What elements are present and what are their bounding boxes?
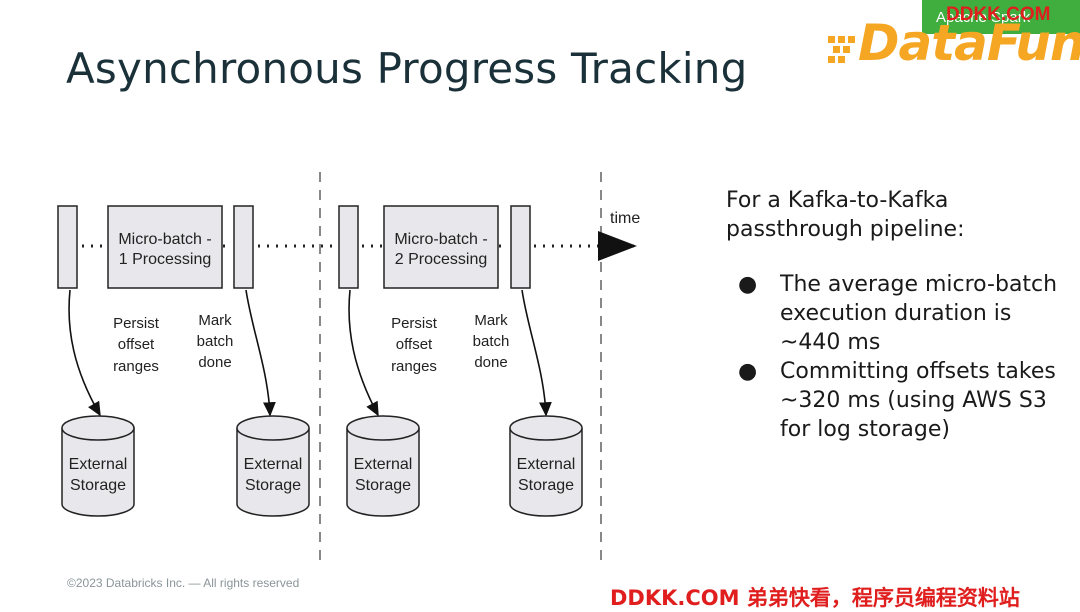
- storage-label: Storage: [355, 477, 411, 494]
- time-label: time: [610, 210, 640, 227]
- storage-label: Storage: [245, 477, 301, 494]
- page-title: Asynchronous Progress Tracking: [66, 44, 748, 93]
- bullet-item: ● Committing offsets takes ~320 ms (usin…: [726, 357, 1070, 444]
- logo: DataFun.: [858, 14, 1080, 72]
- mark-label: done: [198, 354, 231, 371]
- bullet-list: ● The average micro-batch execution dura…: [726, 270, 1070, 444]
- persist-label: offset: [396, 336, 433, 353]
- mark-label: Mark: [474, 312, 508, 329]
- watermark-top: DDKK.COM: [946, 4, 1051, 25]
- process-box: [383, 205, 499, 289]
- header-tab: [922, 0, 1080, 34]
- mark-label: batch: [197, 333, 234, 350]
- mark-label: done: [474, 354, 507, 371]
- persist-label: Persist: [391, 315, 438, 332]
- bullet-text: The average micro-batch execution durati…: [780, 272, 1058, 355]
- mark-arrow: [521, 289, 552, 417]
- storage-label: External: [517, 456, 576, 473]
- bullet-text: Committing offsets takes ~320 ms (using …: [780, 359, 1056, 442]
- persist-label: ranges: [391, 358, 437, 375]
- external-storage-cylinder: [509, 415, 583, 517]
- side-intro: For a Kafka-to-Kafka passthrough pipelin…: [726, 188, 965, 242]
- side-panel: For a Kafka-to-Kafka passthrough pipelin…: [726, 186, 1070, 444]
- header-tab-label: Apache Spark: [936, 9, 1031, 26]
- mark-arrow: [245, 289, 276, 417]
- bullet-dot-icon: ●: [738, 272, 758, 297]
- persist-label: ranges: [113, 358, 159, 375]
- mark-label: batch: [473, 333, 510, 350]
- mark-label: Mark: [198, 312, 232, 329]
- external-storage-cylinder: [236, 415, 310, 517]
- offset-marker-bar: [57, 205, 78, 289]
- persist-arrow: [348, 289, 379, 417]
- storage-label: Storage: [518, 477, 574, 494]
- storage-label: Storage: [70, 477, 126, 494]
- logo-dots-icon: [828, 36, 855, 63]
- process-box-label: 1 Processing: [119, 251, 212, 268]
- persist-label: Persist: [113, 315, 160, 332]
- bullet-item: ● The average micro-batch execution dura…: [726, 270, 1070, 357]
- progress-tracking-diagram: time Micro-batch - 1 Processing Persist …: [57, 172, 640, 565]
- commit-marker-bar: [233, 205, 254, 289]
- process-box: [107, 205, 223, 289]
- storage-label: External: [244, 456, 303, 473]
- commit-marker-bar: [510, 205, 531, 289]
- storage-label: External: [354, 456, 413, 473]
- offset-marker-bar: [338, 205, 359, 289]
- process-box-label: 2 Processing: [395, 251, 488, 268]
- storage-label: External: [69, 456, 128, 473]
- process-box-label: Micro-batch -: [394, 231, 487, 248]
- process-box-label: Micro-batch -: [118, 231, 211, 248]
- external-storage-cylinder: [346, 415, 420, 517]
- external-storage-cylinder: [61, 415, 135, 517]
- persist-arrow: [68, 289, 101, 417]
- bullet-dot-icon: ●: [738, 359, 758, 384]
- copyright-footer: ©2023 Databricks Inc. — All rights reser…: [67, 576, 300, 590]
- persist-label: offset: [118, 336, 155, 353]
- watermark-bottom: DDKK.COM 弟弟快看，程序员编程资料站: [610, 586, 1020, 610]
